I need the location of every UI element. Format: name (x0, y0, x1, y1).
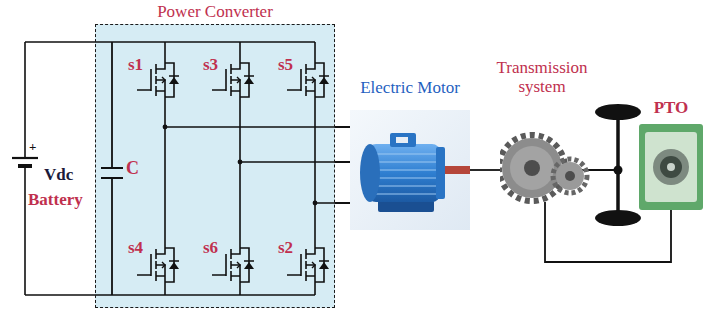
graphic-part (137, 240, 179, 290)
graphic-part (374, 154, 436, 194)
phase-wires (165, 127, 335, 203)
leg-wires (165, 42, 315, 295)
switch-label: s3 (203, 55, 218, 75)
node-title: PTO (633, 98, 709, 117)
node-title: Electric Motor (342, 78, 478, 97)
junction-dot (163, 125, 168, 130)
graphic-part (287, 55, 329, 105)
motor-block: Electric Motor (342, 78, 478, 234)
graphic-part (396, 137, 408, 143)
graphic-part (390, 133, 416, 147)
graphic-part (524, 160, 540, 176)
wheel-tire (595, 104, 641, 120)
graphic-part (502, 138, 562, 198)
junction-dot (238, 160, 243, 165)
graphic-part (553, 159, 587, 193)
switch-label: s2 (278, 238, 293, 258)
capacitor-label: C (126, 158, 139, 178)
polarity-mark: + (29, 140, 36, 154)
graphic-part (667, 163, 675, 171)
graphic-part (510, 146, 554, 190)
pto-picture (639, 124, 703, 210)
wheel-hub (614, 166, 623, 175)
switch-label: s1 (128, 55, 143, 75)
graphic-part (565, 171, 575, 181)
battery-plate (12, 157, 38, 159)
graphic-part (436, 147, 445, 199)
graphic-part (350, 110, 470, 230)
graphic-part (639, 124, 703, 210)
pto-block: PTO (633, 98, 709, 214)
junction-dot (313, 201, 318, 206)
motor-picture (350, 110, 470, 230)
converter-fill (95, 24, 335, 308)
battery-plate (18, 164, 32, 168)
voltage-label: Vdc (44, 165, 73, 185)
dc-rails (25, 42, 315, 295)
connector-line (470, 169, 500, 171)
gear-picture (500, 128, 590, 206)
connector-line (545, 202, 671, 262)
node-title: Power Converter (96, 2, 334, 22)
graphic-part (287, 240, 329, 290)
graphic-part (660, 156, 682, 178)
graphic-part (212, 55, 254, 105)
switch-label: s5 (278, 55, 293, 75)
graphic-part (556, 162, 584, 190)
graphic-part (212, 240, 254, 290)
graphic-part (653, 149, 689, 185)
connector-line (335, 127, 350, 203)
transmission-block: Transmission system (479, 58, 605, 214)
wheel-axle (616, 112, 620, 218)
graphic-part (137, 55, 179, 105)
switch-label: s4 (128, 238, 143, 258)
battery-label: Battery (28, 190, 83, 210)
graphic-part (500, 135, 565, 201)
graphic-part (360, 144, 380, 202)
wheel-tire (595, 210, 641, 226)
node-title: Transmission system (479, 58, 605, 96)
switch-label: s6 (203, 238, 218, 258)
capacitor-symbol (101, 42, 123, 295)
graphic-part (445, 166, 470, 174)
graphic-part (645, 132, 697, 202)
battery-symbol (24, 42, 26, 295)
